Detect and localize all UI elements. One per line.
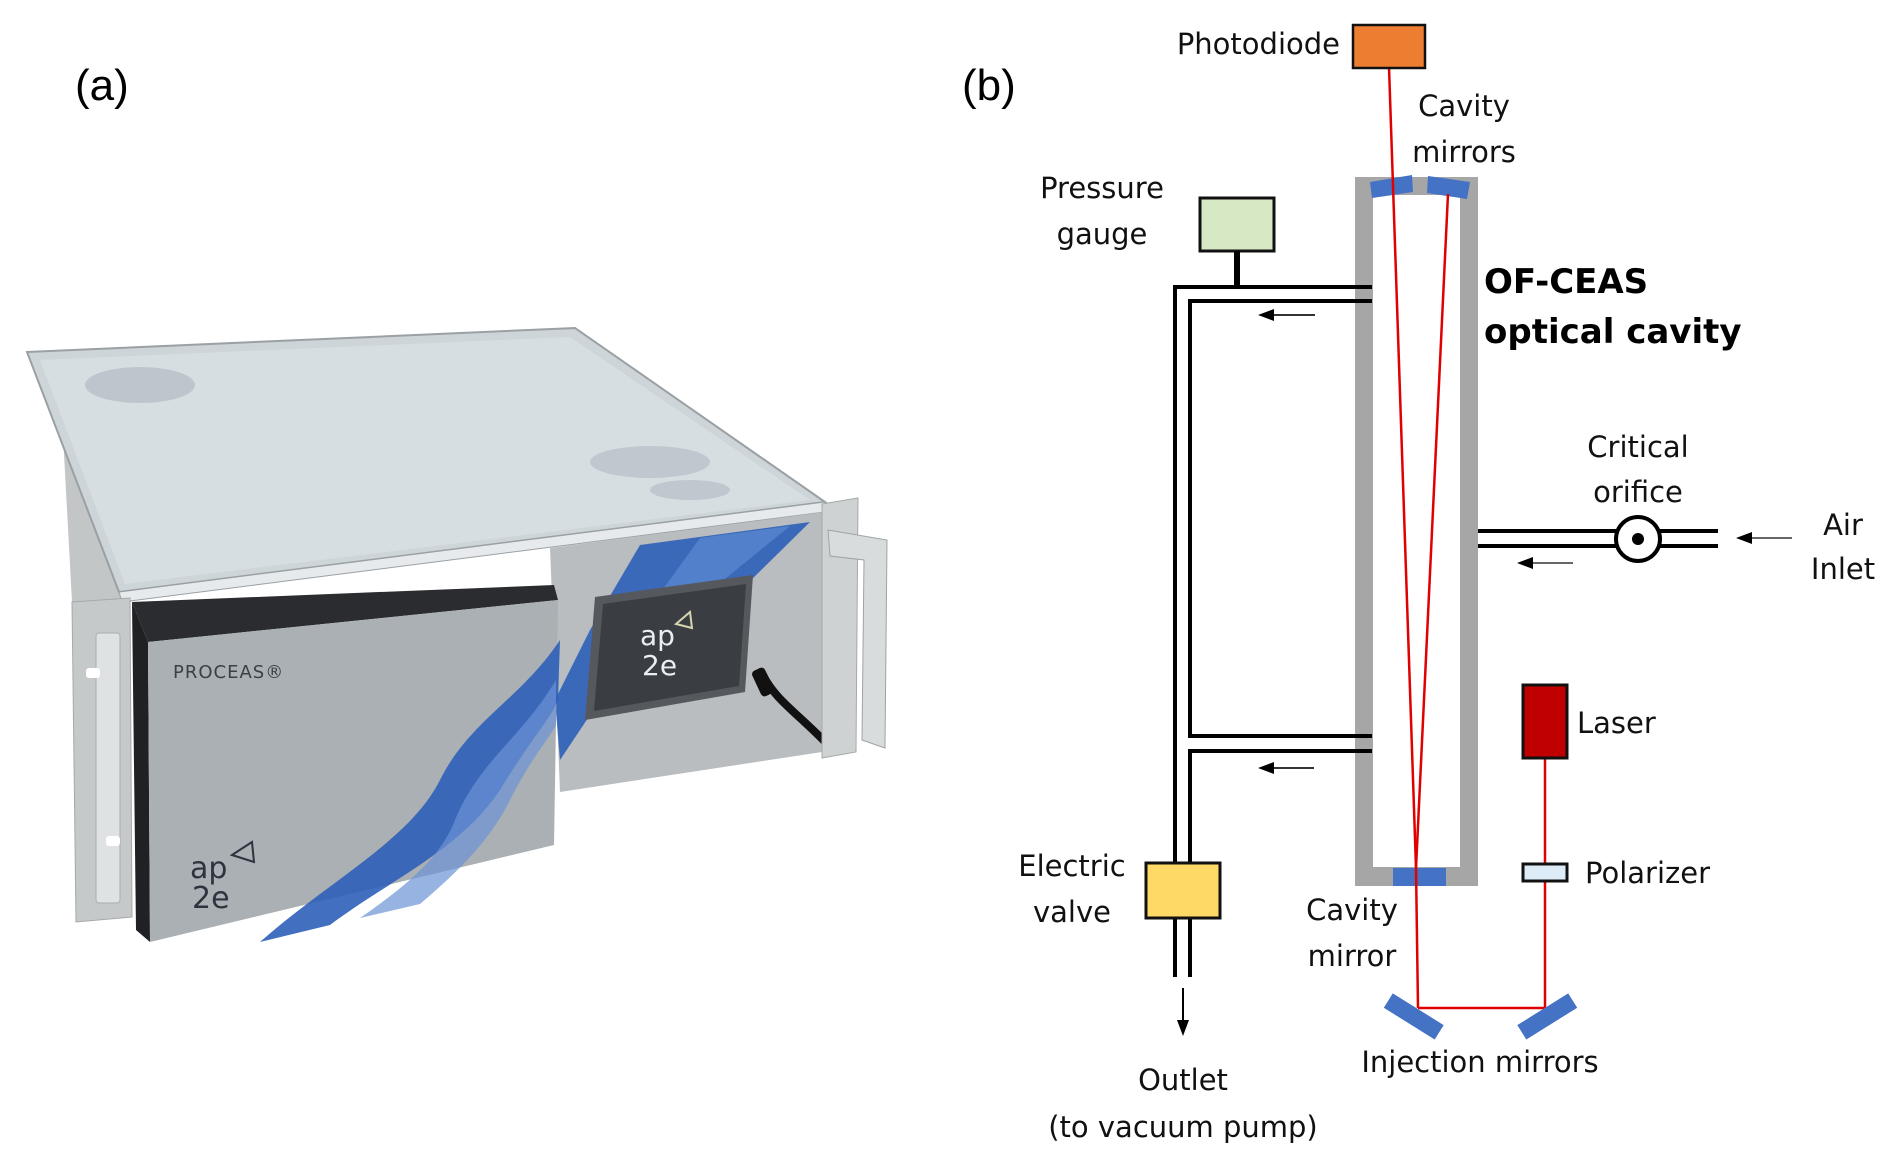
lid-smudge: [590, 446, 710, 478]
rack-handle-right[interactable]: [827, 529, 888, 749]
injection-mirror-left: [1383, 993, 1444, 1040]
flow-arrow-cavity-entry-icon: [1517, 557, 1573, 569]
cavity-mirror-top-right: [1427, 176, 1470, 199]
beam-injection: [1414, 867, 1420, 1009]
power-plug: [752, 667, 774, 697]
electric-valve: [1144, 861, 1222, 920]
pipe-outer: [1173, 285, 1372, 863]
injection-mirror-right: [1517, 993, 1578, 1040]
outlet-label-line1: Outlet: [1138, 1063, 1228, 1097]
flow-arrow-upper-icon: [1258, 309, 1315, 321]
pipe-lower-inner: [1188, 749, 1372, 863]
screen-logo-mark-icon: [673, 610, 694, 630]
cavity-mirror-bottom: [1393, 868, 1446, 886]
panel-a-label: (a): [75, 61, 129, 110]
cavity-mirror-label-line2: mirror: [1308, 939, 1397, 973]
screen-logo-line1: ap: [640, 619, 675, 652]
cavity-title-line2: optical cavity: [1484, 312, 1742, 352]
polarizer: [1521, 862, 1569, 883]
critical-orifice-center: [1632, 533, 1644, 545]
module-logo-mark-icon: [229, 840, 256, 864]
beam-to-photodiode: [1387, 66, 1418, 869]
rack-ear-slot: [86, 668, 100, 678]
pipe-bypass-inner: [1188, 299, 1372, 738]
chassis-top-lid-inner: [40, 337, 810, 584]
pressure-gauge-label-line1: Pressure: [1040, 171, 1164, 205]
injection-mirrors-label: Injection mirrors: [1361, 1045, 1598, 1079]
analyzer-photo: ap 2e PROCEAS® ap 2e: [25, 326, 888, 942]
rack-handle-left[interactable]: [95, 632, 121, 904]
lid-smudge: [85, 367, 195, 403]
critical-orifice-label-line2: orifice: [1593, 475, 1683, 509]
pressure-gauge: [1198, 196, 1276, 253]
lid-smudge: [650, 480, 730, 500]
outlet-label-line2: (to vacuum pump): [1048, 1110, 1318, 1144]
polarizer-label: Polarizer: [1585, 856, 1710, 890]
beam-intracavity: [1414, 193, 1450, 869]
screen-logo-line2: 2e: [642, 649, 677, 682]
module-top-dark: [132, 585, 558, 642]
critical-orifice-label-line1: Critical: [1587, 430, 1688, 464]
cavity-mirrors-label-line2: mirrors: [1412, 135, 1516, 169]
module-logo-line2: 2e: [192, 881, 230, 916]
flow-arrows: [1177, 309, 1792, 1036]
optical-cavity: [1355, 177, 1478, 886]
module-logo-line1: ap: [190, 851, 227, 886]
module-left-frame: [132, 602, 150, 942]
laser-label: Laser: [1577, 706, 1656, 740]
cavity-mirrors-label-line1: Cavity: [1418, 89, 1510, 123]
module-brand-label: PROCEAS®: [173, 662, 284, 683]
blue-swoosh-highlight: [590, 526, 790, 690]
photodiode-label: Photodiode: [1177, 27, 1340, 61]
electric-valve-label-line2: valve: [1033, 895, 1111, 929]
air-inlet-label-line1: Air: [1823, 508, 1863, 542]
photodiode: [1351, 23, 1427, 70]
flow-arrow-lower-icon: [1258, 762, 1314, 774]
touch-screen[interactable]: [594, 584, 746, 711]
laser: [1521, 683, 1569, 760]
panel-b-label: (b): [962, 61, 1016, 110]
flow-arrow-inlet-icon: [1736, 532, 1792, 544]
gas-lines: [1173, 285, 1718, 977]
rack-ear-right: [821, 497, 859, 759]
rack-ear-slot: [106, 836, 120, 846]
cavity-mirror-label-line1: Cavity: [1306, 893, 1398, 927]
pressure-gauge-label-line2: gauge: [1057, 217, 1148, 251]
laser-beam-path: [1387, 66, 1547, 1010]
ofceas-schematic: Photodiode Cavity mirrors OF-CEAS optica…: [1018, 23, 1875, 1144]
cavity-mirror-top-left: [1370, 175, 1413, 198]
cavity-title-line1: OF-CEAS: [1484, 262, 1648, 302]
air-inlet-label-line2: Inlet: [1811, 552, 1875, 586]
flow-arrow-outlet-icon: [1177, 988, 1189, 1036]
electric-valve-label-line1: Electric: [1018, 849, 1125, 883]
